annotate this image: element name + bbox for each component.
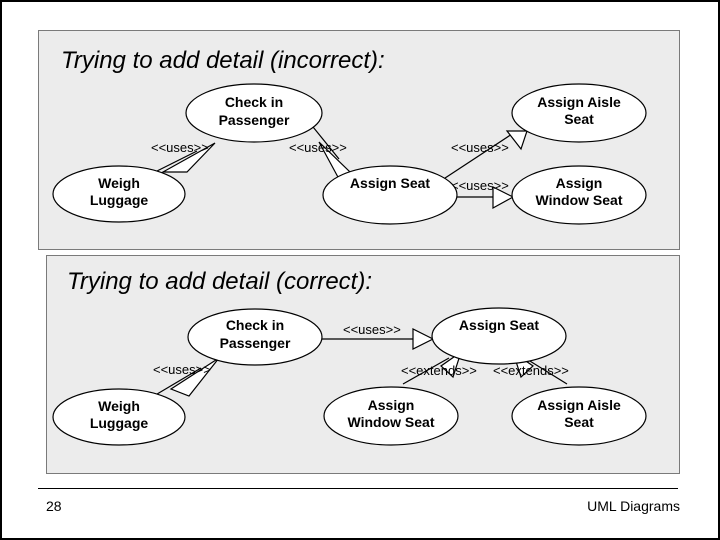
correct-diagram-panel: Trying to add detail (correct): <<uses>>… bbox=[46, 255, 680, 474]
assign-aisle-label-line1: Assign Aisle bbox=[537, 94, 621, 110]
extends-label-window: <<extends>> bbox=[401, 363, 477, 378]
page-number: 28 bbox=[46, 498, 62, 514]
check-in-label-line2: Passenger bbox=[220, 335, 291, 351]
uses-label-weigh: <<uses>> bbox=[153, 362, 211, 377]
incorrect-diagram: <<uses>> <<uses>> <<uses>> <<uses>> Chec… bbox=[52, 83, 647, 225]
extends-label-aisle: <<extends>> bbox=[493, 363, 569, 378]
uses-arrowhead-assign-aisle bbox=[505, 130, 528, 151]
use-case-assign-window-seat: Assign Window Seat bbox=[323, 386, 459, 446]
weigh-label-line1: Weigh bbox=[98, 398, 140, 414]
uses-arrowhead-weigh bbox=[160, 142, 216, 173]
check-in-label-line1: Check in bbox=[225, 94, 283, 110]
assign-aisle-label-line2: Seat bbox=[564, 414, 594, 430]
use-case-assign-aisle-seat: Assign Aisle Seat bbox=[511, 83, 647, 143]
assign-window-label-line2: Window Seat bbox=[536, 192, 623, 208]
extends-line-window bbox=[402, 357, 450, 385]
use-case-assign-window-seat: Assign Window Seat bbox=[511, 165, 647, 225]
use-case-weigh-luggage: Weigh Luggage bbox=[52, 388, 186, 446]
use-case-assign-aisle-seat: Assign Aisle Seat bbox=[511, 386, 647, 446]
incorrect-panel-title: Trying to add detail (incorrect): bbox=[61, 47, 385, 74]
assign-seat-label: Assign Seat bbox=[459, 317, 539, 333]
uses-label-assign-seat: <<uses>> bbox=[289, 140, 347, 155]
check-in-label-line1: Check in bbox=[226, 317, 284, 333]
use-case-check-in-passenger: Check in Passenger bbox=[187, 308, 323, 366]
uses-line-assign-seat bbox=[308, 121, 340, 160]
check-in-label-line2: Passenger bbox=[219, 112, 290, 128]
uses-label-assign-window: <<uses>> bbox=[451, 178, 509, 193]
correct-diagram: <<uses>> <<uses>> <<extends>> <<extends>… bbox=[52, 307, 647, 446]
assign-aisle-label-line1: Assign Aisle bbox=[537, 397, 621, 413]
weigh-label-line2: Luggage bbox=[90, 192, 149, 208]
extends-line-aisle bbox=[524, 357, 568, 385]
extends-arrowhead-window bbox=[440, 350, 463, 379]
assign-seat-label: Assign Seat bbox=[350, 175, 430, 191]
weigh-label-line2: Luggage bbox=[90, 415, 149, 431]
assign-window-label-line1: Assign bbox=[368, 397, 415, 413]
assign-window-label-line2: Window Seat bbox=[348, 414, 435, 430]
correct-panel-title: Trying to add detail (correct): bbox=[67, 268, 373, 295]
use-case-assign-seat: Assign Seat bbox=[322, 165, 458, 225]
uses-label-assign-aisle: <<uses>> bbox=[451, 140, 509, 155]
use-case-check-in-passenger: Check in Passenger bbox=[185, 83, 323, 143]
footer-title: UML Diagrams bbox=[587, 498, 680, 514]
assign-window-label-line1: Assign bbox=[556, 175, 603, 191]
uses-arrowhead-weigh bbox=[169, 357, 220, 397]
uses-arrowhead-assign-seat bbox=[412, 328, 435, 350]
uses-arrowhead-assign-window bbox=[492, 186, 515, 210]
footer-divider bbox=[38, 488, 678, 489]
assign-aisle-label-line2: Seat bbox=[564, 111, 594, 127]
weigh-label-line1: Weigh bbox=[98, 175, 140, 191]
uses-label-assign-seat: <<uses>> bbox=[343, 322, 401, 337]
use-case-weigh-luggage: Weigh Luggage bbox=[52, 165, 186, 223]
uses-line-assign-aisle bbox=[438, 133, 513, 183]
incorrect-diagram-panel: Trying to add detail (incorrect): <<uses… bbox=[38, 30, 680, 250]
uses-label-weigh: <<uses>> bbox=[151, 140, 209, 155]
use-case-assign-seat: Assign Seat bbox=[431, 307, 567, 365]
